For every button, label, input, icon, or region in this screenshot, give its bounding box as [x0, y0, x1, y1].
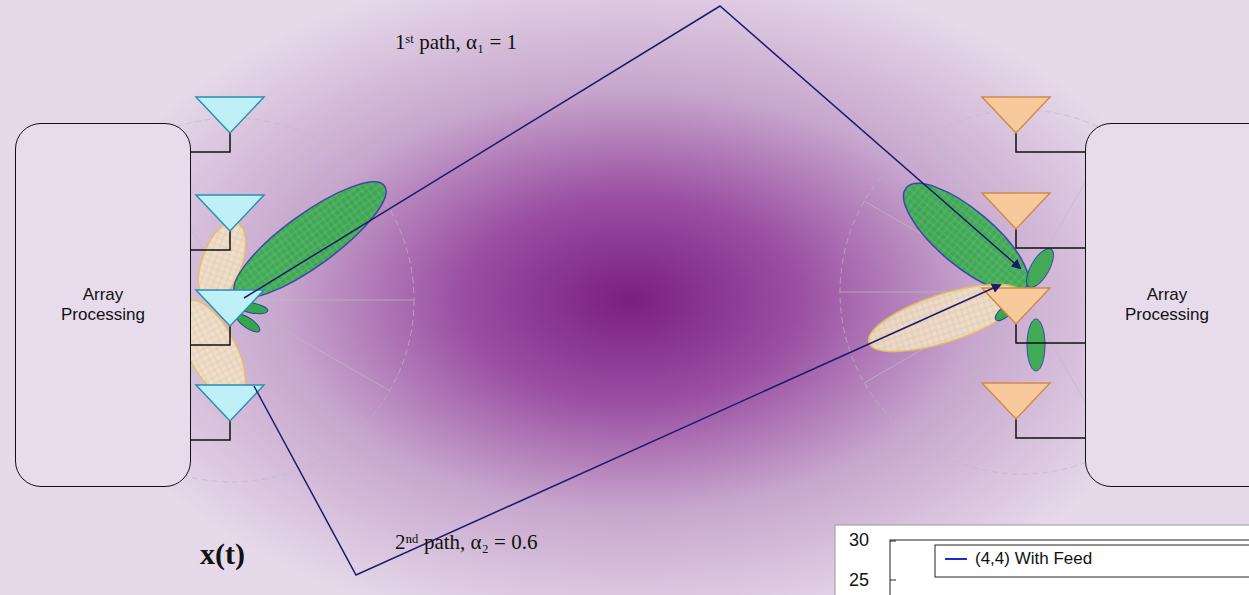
path-label: 2ⁿᵈ path, α₂ = 0.6 [395, 530, 537, 555]
propagation-path [244, 6, 1020, 575]
axis-tick: 30 [849, 530, 869, 551]
array-processing-box: Array Processing [1085, 123, 1249, 487]
legend-text: (4,4) With Feed [975, 549, 1092, 569]
signal-name: x(t) [200, 537, 245, 571]
polar-grid [50, 110, 1204, 482]
legend-line-sample [943, 552, 969, 566]
path-label: 1ˢᵗ path, α₁ = 1 [395, 30, 517, 55]
array-processing-box: Array Processing [15, 123, 191, 487]
antenna-symbol [982, 97, 1050, 419]
box-label: Array Processing [53, 285, 153, 326]
beam-pattern [861, 166, 1058, 371]
antenna-symbol [196, 97, 264, 421]
legend-entry: (4,4) With Feed [943, 549, 1092, 569]
inset-chart [835, 525, 1249, 595]
axis-tick: 25 [849, 570, 869, 591]
beam-pattern [165, 165, 400, 410]
box-label: Array Processing [1117, 285, 1217, 326]
